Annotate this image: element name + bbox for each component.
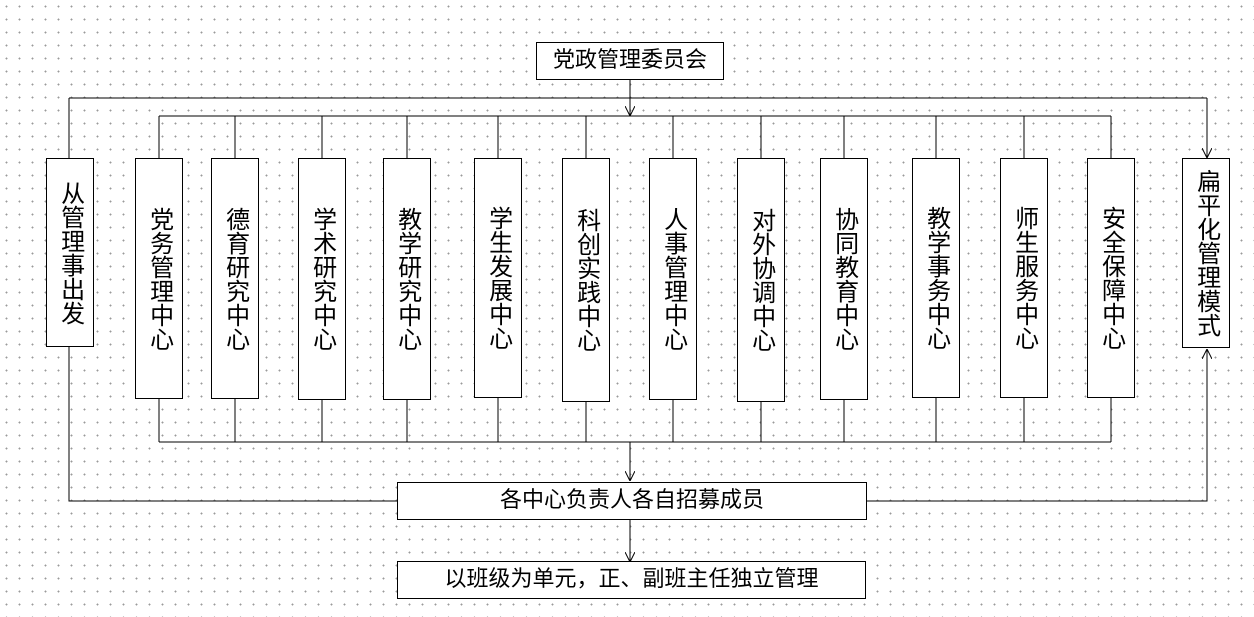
recruit-box: 各中心负责人各自招募成员 — [397, 482, 867, 520]
center-box: 科创实践中心 — [562, 158, 610, 402]
recruit-label: 各中心负责人各自招募成员 — [499, 488, 764, 513]
center-box: 人事管理中心 — [649, 158, 697, 400]
center-box: 德育研究中心 — [211, 158, 259, 399]
center-box: 学术研究中心 — [298, 158, 346, 400]
center-label: 科创实践中心 — [572, 208, 601, 352]
left-side-box: 从管理事出发 — [46, 158, 94, 347]
bottom-label: 以班级为单元，正、副班主任独立管理 — [444, 567, 819, 592]
center-label: 师生服务中心 — [1010, 206, 1039, 350]
center-label: 安全保障中心 — [1097, 206, 1126, 350]
center-label: 德育研究中心 — [221, 206, 250, 351]
bottom-box: 以班级为单元，正、副班主任独立管理 — [397, 561, 866, 599]
committee-box: 党政管理委员会 — [536, 42, 724, 80]
center-label: 教学研究中心 — [393, 207, 422, 351]
right-side-label: 扁平化管理模式 — [1192, 169, 1221, 337]
center-label: 人事管理中心 — [659, 207, 688, 351]
center-box: 学生发展中心 — [474, 158, 522, 398]
center-label: 对外协调中心 — [747, 208, 776, 352]
center-box: 对外协调中心 — [737, 158, 785, 402]
center-label: 协同教育中心 — [830, 207, 859, 351]
left-side-label: 从管理事出发 — [56, 180, 85, 325]
center-box: 安全保障中心 — [1087, 158, 1135, 398]
right-side-box: 扁平化管理模式 — [1182, 158, 1230, 348]
center-box: 教学事务中心 — [912, 158, 960, 398]
center-label: 学生发展中心 — [484, 206, 513, 350]
center-box: 教学研究中心 — [383, 158, 431, 400]
center-box: 协同教育中心 — [820, 158, 868, 400]
center-label: 党务管理中心 — [145, 206, 174, 351]
center-label: 学术研究中心 — [308, 207, 337, 351]
center-label: 教学事务中心 — [922, 206, 951, 350]
center-box: 师生服务中心 — [1000, 158, 1048, 398]
committee-label: 党政管理委员会 — [552, 48, 707, 73]
center-box: 党务管理中心 — [135, 158, 183, 399]
